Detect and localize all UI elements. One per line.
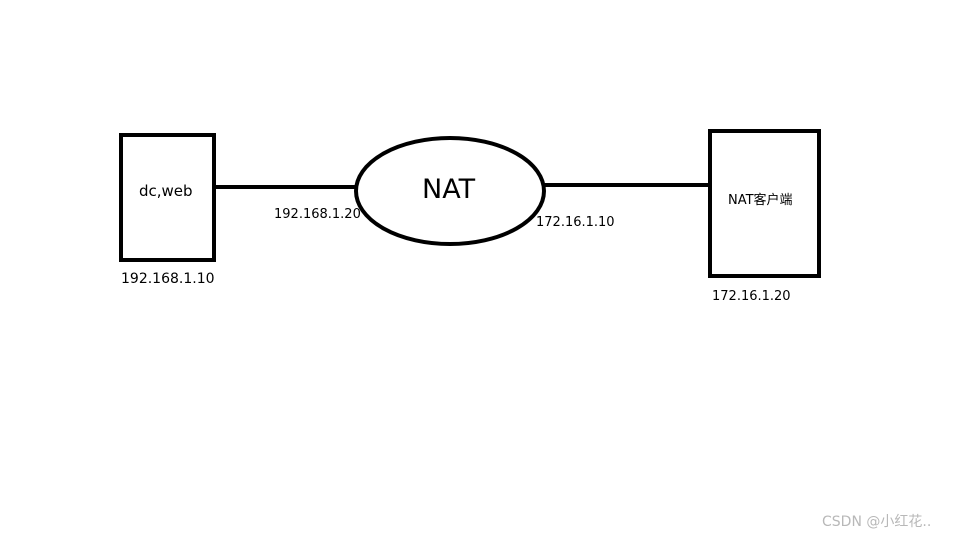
left-server-box	[119, 133, 216, 262]
right-client-box	[708, 129, 821, 278]
nat-right-ip-label: 172.16.1.10	[536, 215, 615, 230]
left-box-label: dc,web	[139, 182, 193, 200]
left-box-ip-label: 192.168.1.10	[121, 271, 215, 287]
nat-ellipse	[354, 136, 546, 246]
right-box-label: NAT客户端	[728, 193, 793, 208]
nat-left-ip-label: 192.168.1.20	[274, 207, 361, 222]
nat-label: NAT	[422, 174, 476, 205]
watermark: CSDN @小红花..	[822, 514, 932, 530]
right-box-ip-label: 172.16.1.20	[712, 289, 791, 304]
